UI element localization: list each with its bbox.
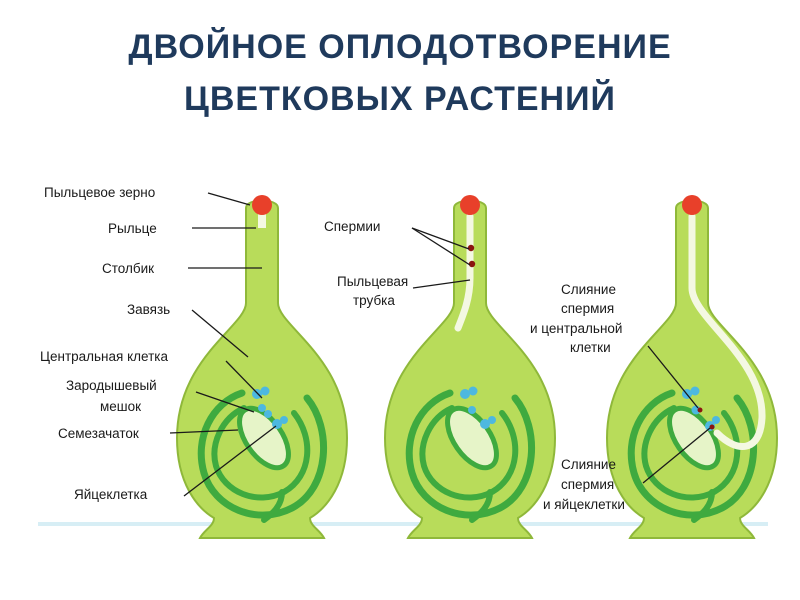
label-central-cell: Центральная клетка — [40, 349, 168, 364]
central-cell-nucleus — [468, 406, 476, 414]
label-style: Столбик — [102, 261, 154, 276]
leader-lines — [169, 192, 711, 497]
label-stigma: Рыльце — [108, 221, 157, 236]
pistil-1 — [177, 195, 347, 538]
antipodal-cell — [468, 386, 478, 396]
label-fusion-egg-line3: и яйцеклетки — [543, 497, 625, 512]
synergid — [488, 416, 496, 424]
label-fusion-central-line4: клетки — [570, 340, 611, 355]
pistil-2 — [385, 195, 555, 538]
label-fusion-central-line2: спермия — [561, 301, 614, 316]
central-cell-nucleus — [264, 410, 272, 418]
sperm-cell — [467, 244, 475, 252]
pollen-grain — [682, 195, 702, 215]
antipodal-cell — [252, 389, 262, 399]
fused-sperm-central — [697, 407, 703, 413]
label-fusion-central-line1: Слияние — [561, 282, 616, 297]
antipodal-cell — [690, 386, 700, 396]
label-ovary: Завязь — [127, 302, 170, 317]
fused-sperm-egg — [709, 424, 715, 430]
label-embryo-sac-line1: Зародышевый — [66, 378, 157, 393]
antipodal-cell — [460, 389, 470, 399]
sperm-cell — [468, 260, 476, 268]
antipodal-cell — [260, 386, 270, 396]
pollen-tube — [454, 212, 474, 332]
label-ovule: Семезачаток — [58, 426, 139, 441]
synergid — [280, 416, 288, 424]
pollen-grain — [252, 195, 272, 215]
stigma-channel — [258, 214, 266, 228]
baseline — [38, 522, 768, 526]
label-fusion-egg-line1: Слияние — [561, 457, 616, 472]
title-line-2: ЦВЕТКОВЫХ РАСТЕНИЙ — [184, 80, 616, 118]
egg-cell — [480, 419, 490, 429]
central-cell-nucleus — [258, 404, 266, 412]
title-line-1: ДВОЙНОЕ ОПЛОДОТВОРЕНИЕ — [128, 28, 672, 66]
label-pollen-grain: Пыльцевое зерно — [44, 185, 155, 200]
pistil-3 — [607, 195, 777, 538]
label-embryo-sac-line2: мешок — [100, 399, 141, 414]
synergid — [712, 416, 720, 424]
label-pollen-tube-line1: Пыльцевая — [337, 274, 408, 289]
label-pollen-tube-line2: трубка — [353, 293, 395, 308]
label-sperm: Спермии — [324, 219, 380, 234]
pollen-grain — [460, 195, 480, 215]
pollen-tube — [688, 212, 766, 450]
label-egg-cell: Яйцеклетка — [74, 487, 148, 502]
label-fusion-egg-line2: спермия — [561, 477, 614, 492]
label-fusion-central-line3: и центральной — [530, 321, 622, 336]
